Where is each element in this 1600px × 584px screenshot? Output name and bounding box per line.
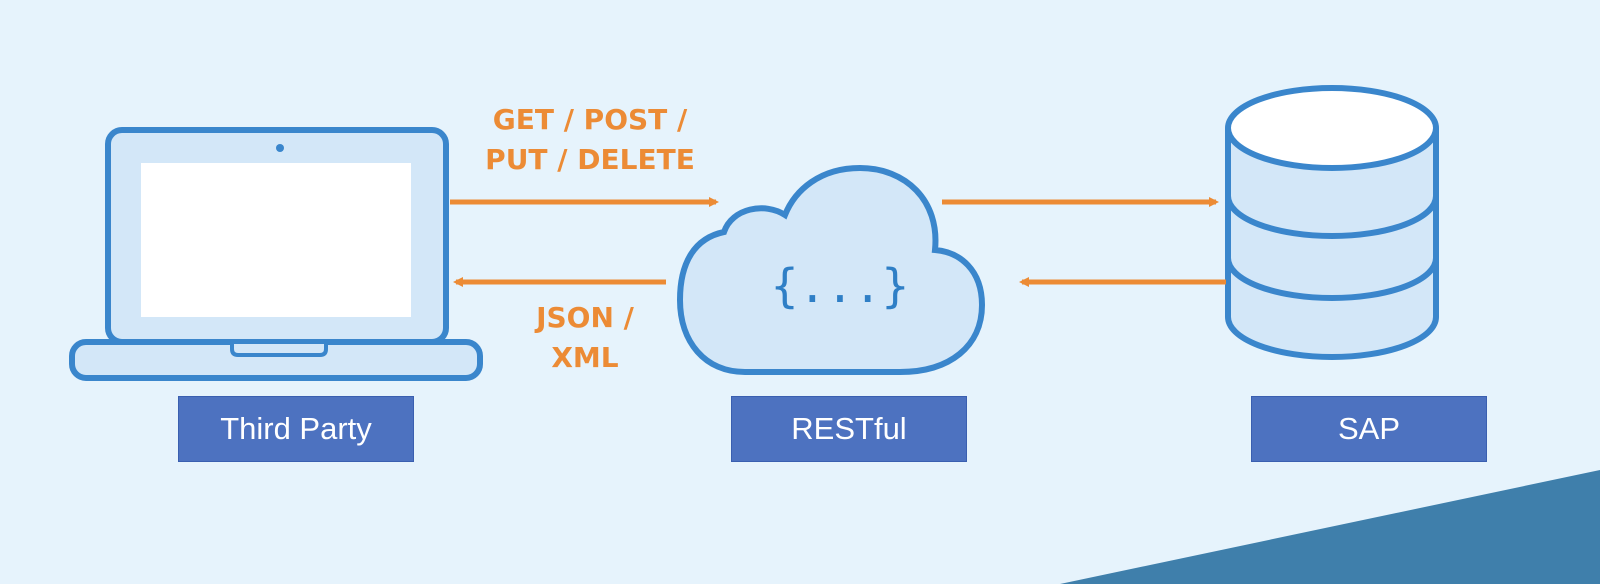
response-formats-line-1: JSON / [536,301,634,334]
json-braces-glyph: {...} [771,259,909,313]
database-icon [1225,85,1439,360]
third-party-label: Third Party [178,396,414,462]
restful-label: RESTful [731,396,967,462]
request-methods-line-1: GET / POST / [492,103,688,136]
sap-label: SAP [1251,396,1487,462]
cloud-icon: {...} [676,164,986,375]
response-formats-label: JSON / XML [520,298,650,378]
decorative-corner [1060,470,1600,584]
response-formats-line-2: XML [551,341,619,374]
laptop-icon [69,127,483,381]
request-methods-line-2: PUT / DELETE [485,143,695,176]
arrows [450,197,1226,287]
request-methods-label: GET / POST / PUT / DELETE [470,100,710,180]
